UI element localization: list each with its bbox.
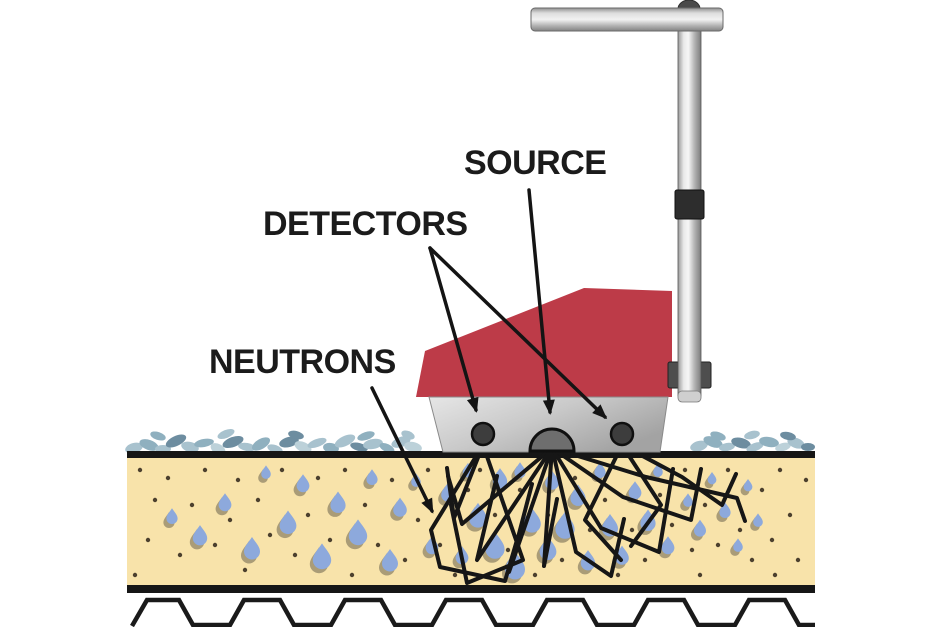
- roof-membrane-bottom-line: [127, 585, 815, 593]
- t-handle-bar: [530, 7, 724, 32]
- gravel-layer: [125, 428, 815, 455]
- detector-dot-right: [609, 421, 635, 447]
- detector-dot-left: [470, 421, 496, 447]
- moisture-gauge: [416, 288, 672, 453]
- roof-cross-section: [125, 428, 815, 627]
- detectors-arrow-right: [428, 246, 608, 420]
- insulation-speckles: [132, 467, 809, 578]
- label-neutrons: NEUTRONS: [209, 343, 396, 381]
- label-source: SOURCE: [464, 144, 607, 182]
- corrugated-metal-deck: [130, 597, 815, 627]
- rod-grip-band: [674, 189, 705, 220]
- label-detectors: DETECTORS: [263, 205, 468, 243]
- leader-arrows: [370, 188, 608, 514]
- source-arrow: [527, 188, 555, 415]
- neutron-paths: [429, 443, 747, 585]
- roof-membrane-top-line: [127, 451, 815, 458]
- rod-bottom-cap: [677, 390, 702, 403]
- source-dome: [528, 427, 576, 453]
- neutrons-arrow: [370, 386, 434, 514]
- depth-rod: [530, 0, 724, 403]
- detectors-arrow-left: [428, 246, 479, 413]
